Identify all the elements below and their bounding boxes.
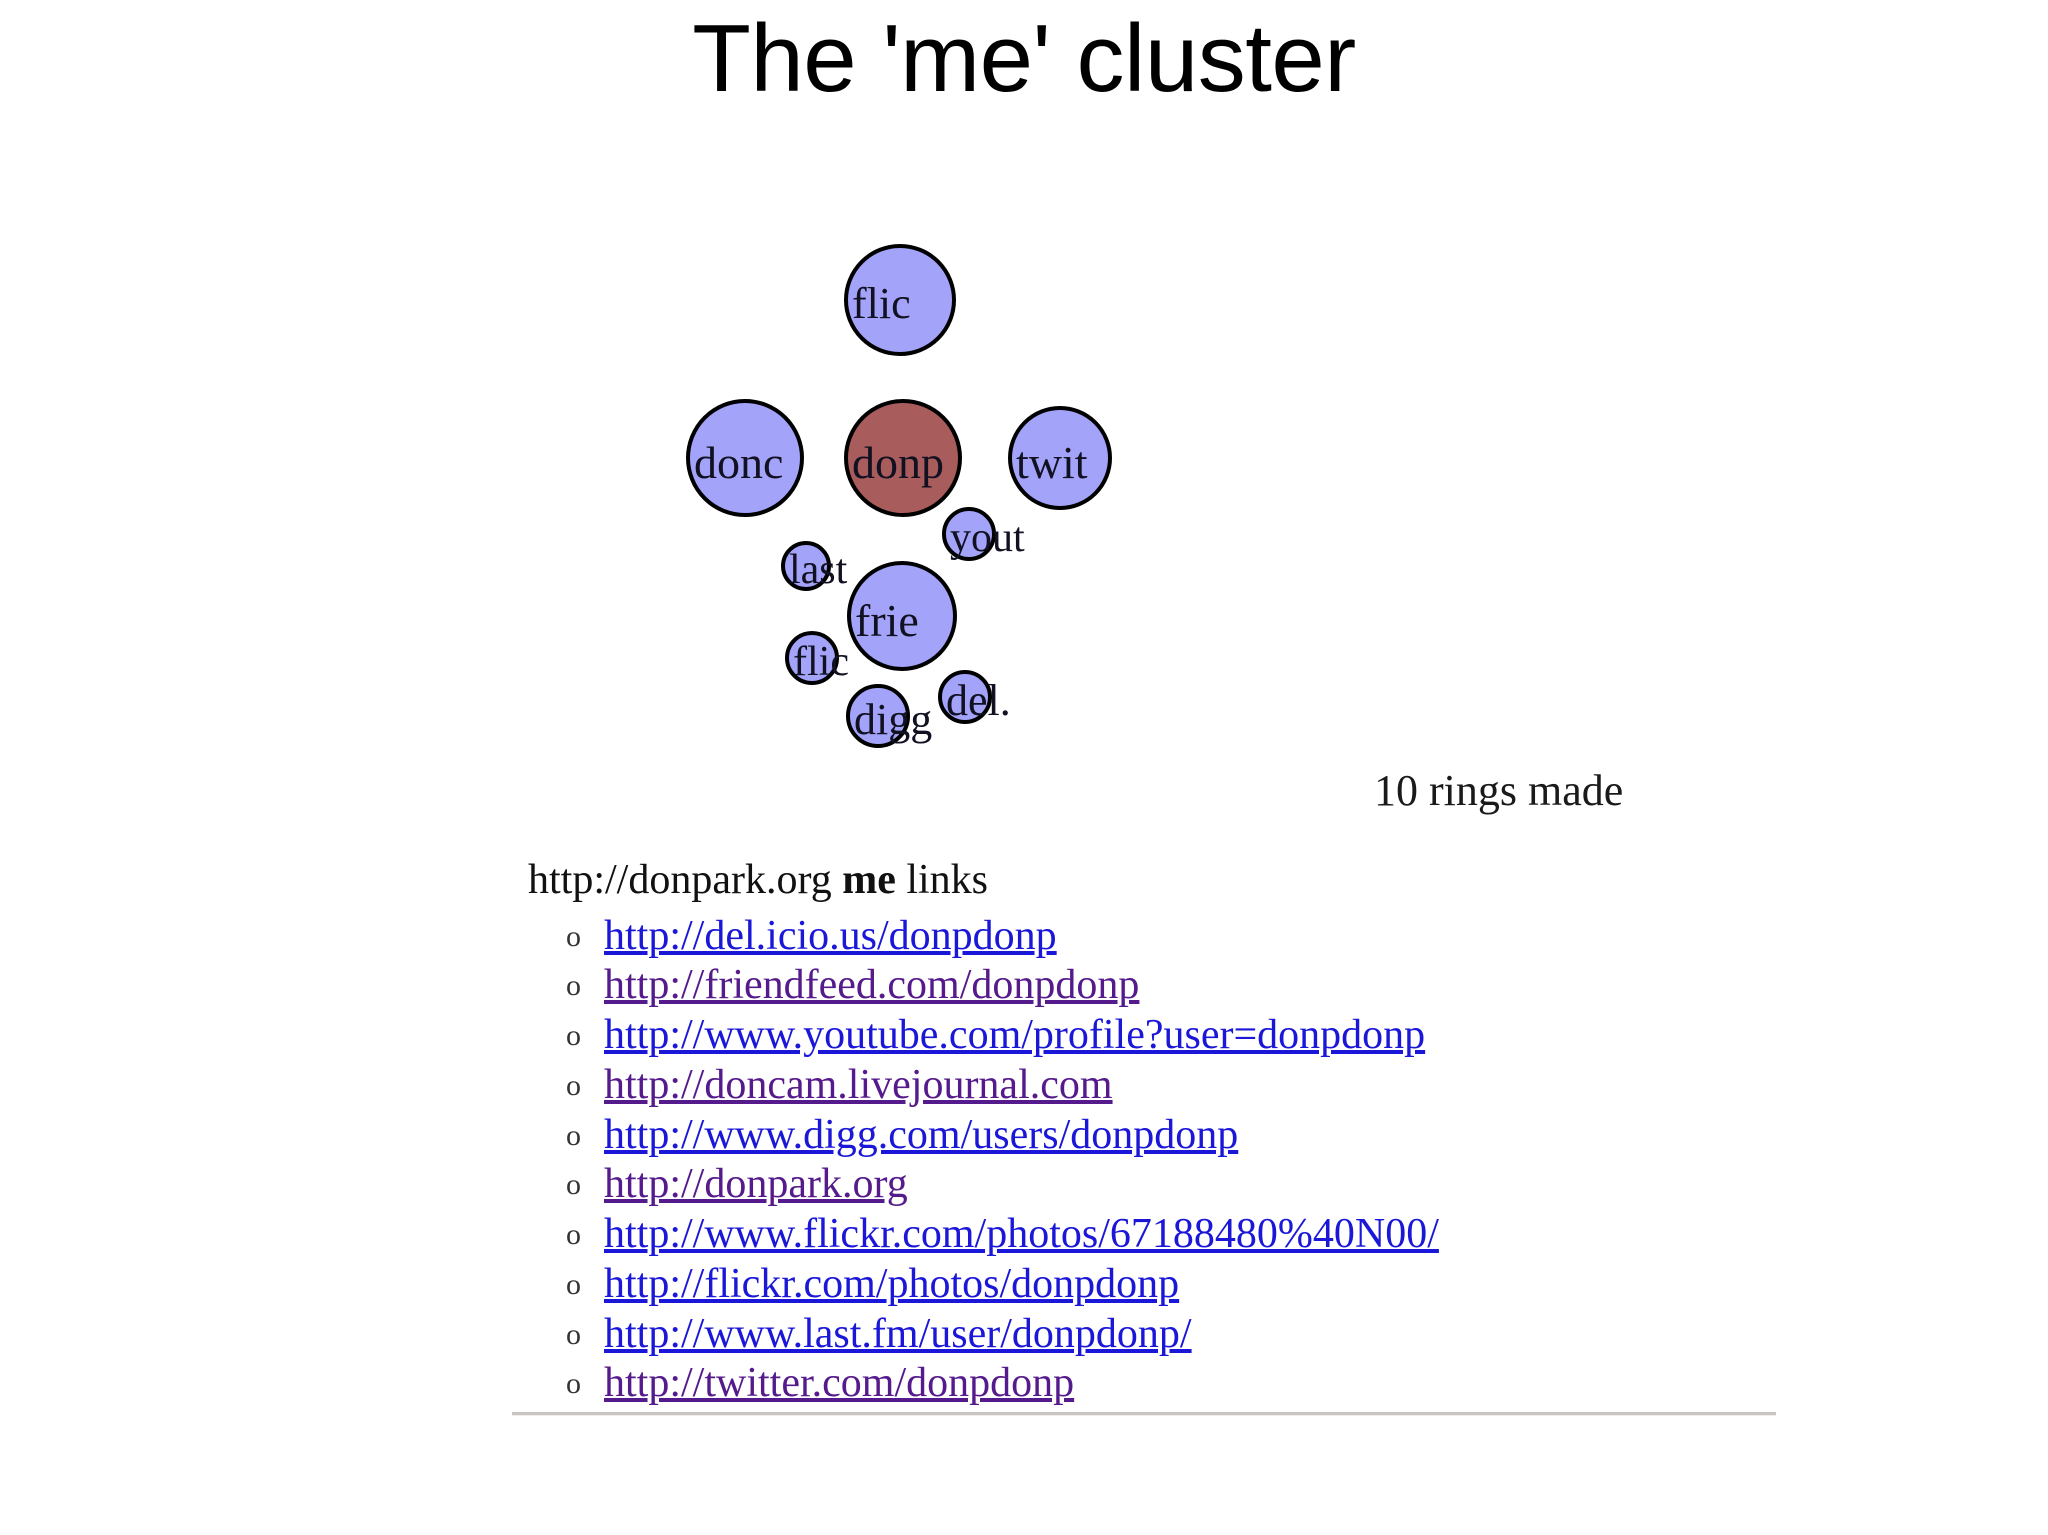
- heading-suffix: links: [895, 857, 989, 903]
- me-links-list: o http://del.icio.us/donpdonp o http://frie…: [528, 912, 1828, 1410]
- list-bullet-icon: o: [566, 1367, 581, 1401]
- heading-bold-me: me: [842, 857, 896, 903]
- cluster-node-label: frie: [855, 595, 919, 646]
- me-link-anchor[interactable]: http://doncam.livejournal.com: [604, 1061, 1113, 1108]
- me-link-item: o http://doncam.livejournal.com: [566, 1061, 1828, 1111]
- cluster-node-circle: [785, 631, 839, 685]
- me-link-anchor[interactable]: http://www.youtube.com/profile?user=donp…: [604, 1012, 1426, 1059]
- me-link-item: o http://www.digg.com/users/donpdonp: [566, 1111, 1828, 1161]
- me-link-item: o http://friendfeed.com/donpdonp: [566, 961, 1828, 1011]
- cluster-node-circle: [847, 561, 957, 671]
- me-link-item: o http://donpark.org: [566, 1160, 1828, 1210]
- list-bullet-icon: o: [566, 1218, 581, 1252]
- me-link-anchor[interactable]: http://www.digg.com/users/donpdonp: [604, 1111, 1239, 1158]
- cluster-node-label: flic: [852, 279, 911, 328]
- me-link-item: o http://twitter.com/donpdonp: [566, 1359, 1828, 1409]
- me-link-item: o http://www.last.fm/user/donpdonp/: [566, 1310, 1828, 1360]
- rings-made-status: 10 rings made: [1374, 766, 1624, 815]
- cluster-node-label: donp: [852, 437, 944, 488]
- me-link-anchor[interactable]: http://del.icio.us/donpdonp: [604, 912, 1057, 959]
- me-link-item: o http://del.icio.us/donpdonp: [566, 912, 1828, 962]
- cluster-node-circle: [844, 244, 956, 356]
- cluster-node-label: digg: [854, 695, 933, 744]
- horizontal-divider: [512, 1412, 1776, 1415]
- cluster-node-label: twit: [1016, 437, 1088, 488]
- cluster-node-circle: [942, 507, 996, 561]
- list-bullet-icon: o: [566, 919, 581, 953]
- me-link-anchor[interactable]: http://www.flickr.com/photos/67188480%40…: [604, 1211, 1439, 1258]
- cluster-node-label: donc: [694, 437, 784, 488]
- cluster-node-circle: [846, 684, 910, 748]
- cluster-node-circle: [938, 670, 992, 724]
- me-link-anchor[interactable]: http://www.last.fm/user/donpdonp/: [604, 1310, 1192, 1357]
- list-bullet-icon: o: [566, 1317, 581, 1351]
- me-link-item: o http://www.youtube.com/profile?user=don…: [566, 1011, 1828, 1061]
- cluster-node-circle: [1008, 406, 1112, 510]
- me-link-anchor[interactable]: http://twitter.com/donpdonp: [604, 1360, 1075, 1407]
- me-link-item: o http://www.flickr.com/photos/67188480%4…: [566, 1210, 1828, 1260]
- list-bullet-icon: o: [566, 1019, 581, 1053]
- cluster-node-label: yout: [950, 515, 1025, 561]
- page-title: The 'me' cluster: [692, 5, 1356, 112]
- list-bullet-icon: o: [566, 1118, 581, 1152]
- me-link-anchor[interactable]: http://friendfeed.com/donpdonp: [604, 962, 1140, 1009]
- cluster-node-circle: [844, 399, 962, 517]
- list-bullet-icon: o: [566, 1267, 581, 1301]
- cluster-node-label: flic: [793, 639, 849, 685]
- cluster-node-circle: [686, 399, 804, 517]
- list-bullet-icon: o: [566, 1068, 581, 1102]
- cluster-node-circle: [781, 541, 831, 591]
- cluster-node-label: last: [789, 547, 848, 593]
- list-bullet-icon: o: [566, 1168, 581, 1202]
- me-links-heading: http://donpark.org me links: [528, 856, 1828, 906]
- cluster-node-label: del.: [946, 676, 1011, 725]
- me-link-anchor[interactable]: http://flickr.com/photos/donpdonp: [604, 1260, 1180, 1307]
- list-bullet-icon: o: [566, 969, 581, 1003]
- me-link-anchor[interactable]: http://donpark.org: [604, 1161, 908, 1208]
- me-links-section: http://donpark.org me links o http://del.…: [528, 856, 1828, 1409]
- me-link-item: o http://flickr.com/photos/donpdonp: [566, 1260, 1828, 1310]
- heading-prefix: http://donpark.org: [528, 857, 843, 903]
